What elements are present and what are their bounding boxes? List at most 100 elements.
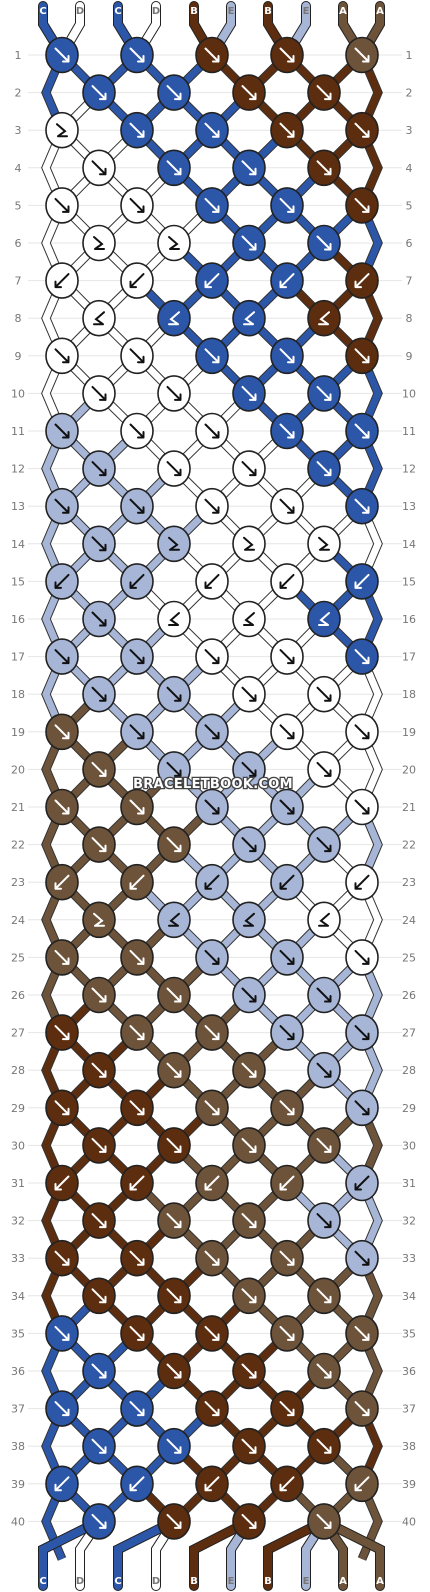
knot xyxy=(120,487,154,525)
knot xyxy=(345,1315,379,1352)
row-number-left: 11 xyxy=(11,425,25,438)
knot xyxy=(345,788,379,826)
top-string-label: C xyxy=(114,6,121,17)
watermark-text: BRACELETBOOK.COM xyxy=(133,777,293,792)
knot xyxy=(82,751,116,788)
knot-arrow-icon xyxy=(91,1288,107,1304)
knot xyxy=(157,375,191,412)
knot xyxy=(45,788,79,826)
knot xyxy=(270,863,304,901)
row-number-right: 17 xyxy=(402,651,416,664)
knot-arrow-icon xyxy=(54,874,70,890)
knot xyxy=(270,1239,304,1277)
knot-arrow-icon xyxy=(241,160,257,176)
row-number-left: 1 xyxy=(15,49,22,62)
knot xyxy=(120,36,154,74)
knot xyxy=(270,1089,304,1127)
knot xyxy=(45,1315,79,1352)
knot-circle xyxy=(45,111,79,149)
knot xyxy=(270,1014,304,1051)
knot-arrow-icon xyxy=(279,47,295,63)
knot-arrow-icon xyxy=(54,1325,70,1341)
knot-arrow-icon xyxy=(166,987,182,1003)
knot xyxy=(157,1352,191,1390)
knot xyxy=(82,976,116,1014)
knot-arrow-icon xyxy=(54,949,70,965)
knot-circle xyxy=(82,224,116,262)
knot xyxy=(345,1239,379,1277)
knot xyxy=(157,826,191,863)
knot-arrow-icon xyxy=(354,1025,370,1041)
row-number-right: 4 xyxy=(406,162,413,175)
knot-circle xyxy=(232,600,266,638)
knot-arrow-icon xyxy=(54,1025,70,1041)
knot-arrow-icon xyxy=(279,1401,295,1417)
row-number-left: 40 xyxy=(11,1515,25,1528)
knot xyxy=(270,337,304,375)
row-number-left: 38 xyxy=(11,1440,25,1453)
knot-arrow-icon xyxy=(129,273,145,289)
knot xyxy=(345,262,379,299)
knot xyxy=(82,1127,116,1164)
knot xyxy=(82,675,116,713)
knot xyxy=(120,1465,154,1503)
knot-arrow-icon xyxy=(354,1250,370,1266)
knot xyxy=(307,976,341,1014)
knot xyxy=(195,1164,229,1202)
row-number-right: 10 xyxy=(402,387,416,400)
knot xyxy=(307,450,341,487)
knot xyxy=(195,563,229,600)
row-number-left: 4 xyxy=(15,162,22,175)
knot xyxy=(45,187,79,224)
knot-arrow-icon xyxy=(91,1062,107,1078)
knot-arrow-icon xyxy=(204,1175,220,1191)
knot-arrow-icon xyxy=(354,799,370,815)
knot-arrow-icon xyxy=(166,761,182,777)
row-number-right: 13 xyxy=(402,500,416,513)
knot xyxy=(345,863,379,901)
top-string-label: A xyxy=(376,6,384,17)
row-number-left: 37 xyxy=(11,1403,25,1416)
knot xyxy=(120,863,154,901)
knot-arrow-icon xyxy=(166,1288,182,1304)
knot-arrow-icon xyxy=(354,724,370,740)
bottom-string xyxy=(114,1517,178,1590)
knot xyxy=(345,713,379,751)
knot xyxy=(307,1202,341,1239)
knot xyxy=(270,1164,304,1202)
knot xyxy=(195,638,229,675)
knot-arrow-icon xyxy=(93,311,105,326)
knot xyxy=(120,939,154,976)
knot-arrow-icon xyxy=(241,1288,257,1304)
knot-arrow-icon xyxy=(54,197,70,213)
knot-arrow-icon xyxy=(316,160,332,176)
knot-arrow-icon xyxy=(241,1213,257,1229)
knot xyxy=(45,36,79,74)
knot xyxy=(157,976,191,1014)
knot xyxy=(45,262,79,299)
knot xyxy=(307,751,341,788)
knot-arrow-icon xyxy=(91,1438,107,1454)
knot-arrow-icon xyxy=(54,423,70,439)
knot-arrow-icon xyxy=(241,987,257,1003)
knot xyxy=(195,863,229,901)
knot xyxy=(82,901,116,939)
row-number-left: 26 xyxy=(11,989,25,1002)
row-number-right: 3 xyxy=(406,124,413,137)
bottom-string-label: D xyxy=(152,1576,160,1587)
row-number-left: 23 xyxy=(11,876,25,889)
knot-circle xyxy=(232,525,266,563)
row-number-left: 12 xyxy=(11,463,25,476)
row-number-right: 18 xyxy=(402,688,416,701)
knot xyxy=(307,1427,341,1465)
knot xyxy=(232,1051,266,1089)
row-number-left: 2 xyxy=(15,87,22,100)
knot xyxy=(345,1164,379,1202)
knot xyxy=(307,375,341,412)
knot xyxy=(195,487,229,525)
knot xyxy=(157,675,191,713)
knot xyxy=(45,1390,79,1427)
knot-arrow-icon xyxy=(279,799,295,815)
bottom-string-label: A xyxy=(339,1576,347,1587)
knot-layer xyxy=(45,36,379,1540)
